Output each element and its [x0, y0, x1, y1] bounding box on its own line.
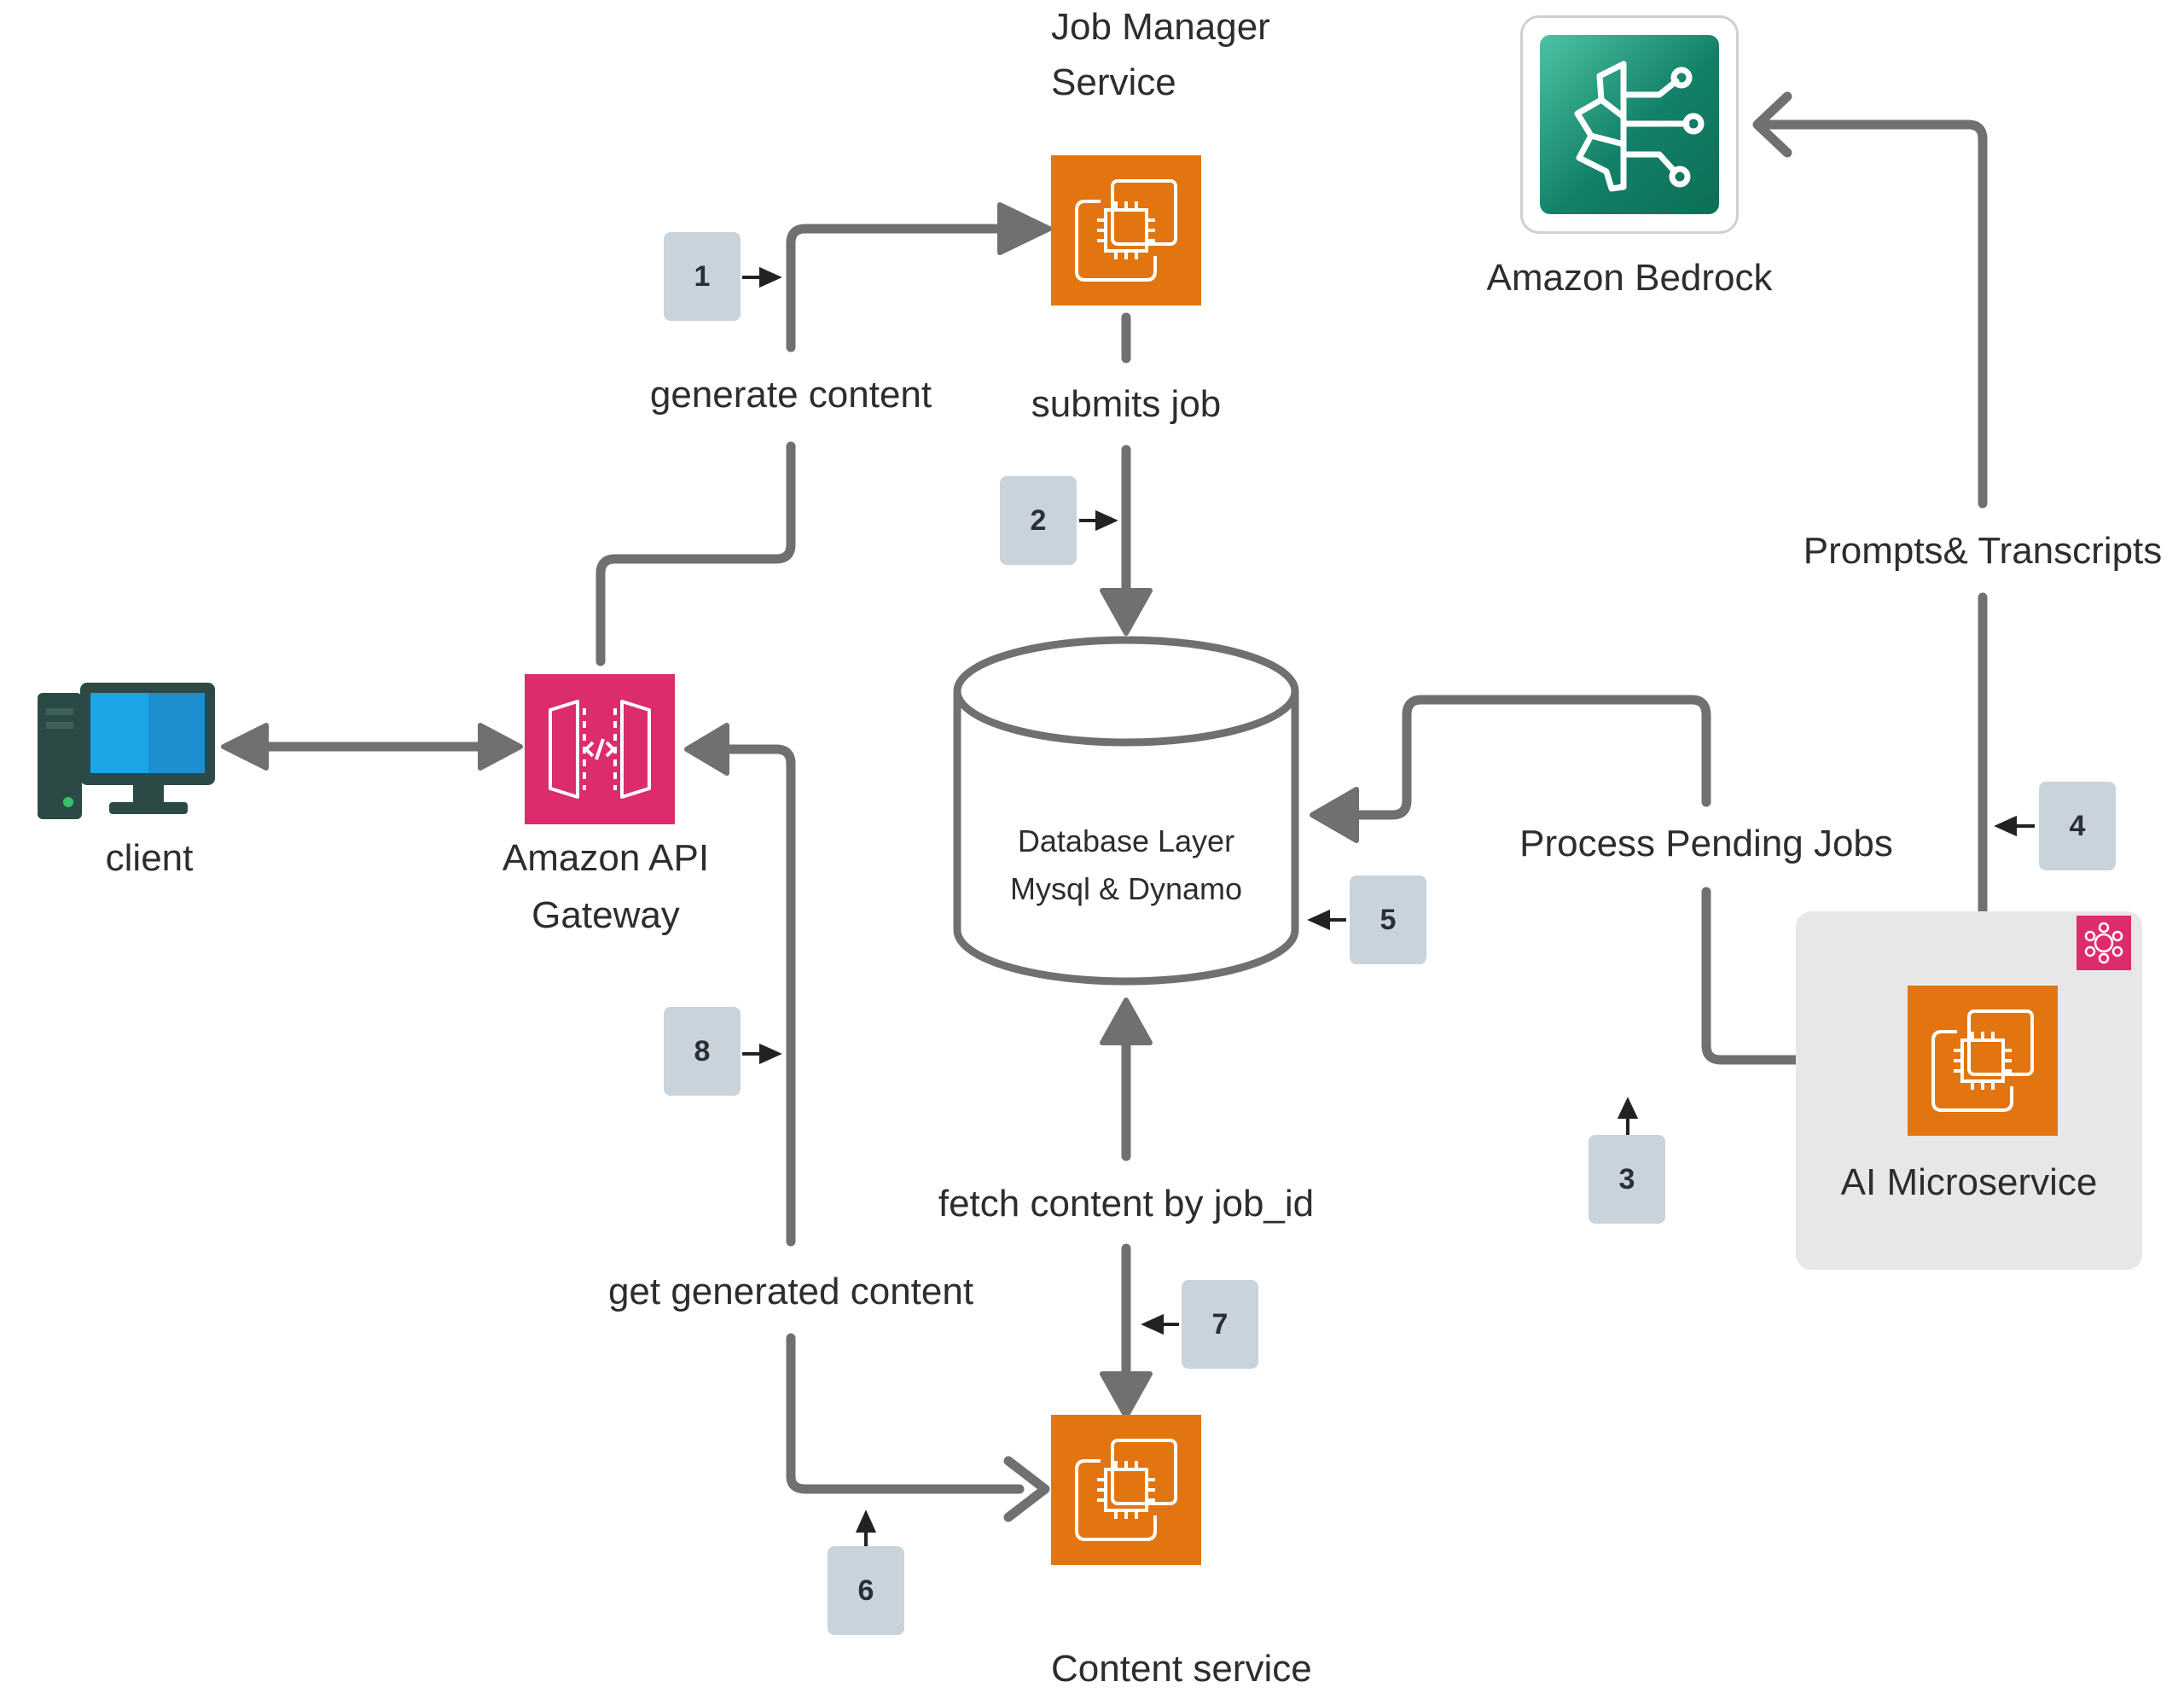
edge-prompts-upper [1754, 119, 1988, 509]
edge-process-pending-lower [1701, 887, 1878, 1065]
arrowhead-job-manager [997, 202, 1052, 255]
edge-generate-content-upper [786, 224, 1016, 352]
client-label: client [105, 837, 194, 879]
step-badge-8: 8 [664, 1007, 741, 1096]
bedrock-brain-icon [1540, 35, 1719, 214]
content-service-icon[interactable] [1051, 1415, 1201, 1565]
bedrock-card[interactable] [1520, 15, 1739, 234]
ai-microservice-label: AI Microservice [1840, 1161, 2098, 1203]
step-badge-1: 1 [664, 232, 741, 321]
step-badge-6: 6 [828, 1546, 904, 1635]
arrowhead-database-bottom [1100, 998, 1153, 1045]
job-manager-service-icon[interactable] [1051, 155, 1201, 305]
database-label: Database Layer Mysql & Dynamo [1009, 823, 1243, 906]
edge-get-generated-lower [786, 1333, 1025, 1494]
step-badge-2: 2 [1000, 476, 1077, 565]
arrowhead-content-service [1100, 1371, 1153, 1419]
edge-label-generate-content: generate content [649, 374, 932, 416]
arrowhead-client [221, 723, 269, 771]
database-cylinder-icon [953, 636, 1299, 986]
desktop-computer-icon [38, 683, 217, 819]
job-manager-label: Job Manager Service [1051, 6, 1270, 103]
step-badge-5: 5 [1350, 876, 1426, 964]
edge-generate-content-lower [595, 441, 796, 666]
content-service-label: Content service [1051, 1648, 1312, 1690]
bedrock-label: Amazon Bedrock [1486, 257, 1773, 299]
edge-get-generated-upper [712, 744, 796, 1247]
edge-label-process-pending-jobs: Process Pending Jobs [1519, 823, 1893, 864]
arrowhead-bedrock-open [1752, 91, 1792, 158]
arrowhead-database-top [1100, 588, 1153, 636]
arrowhead-database-right [1310, 787, 1359, 843]
edge-label-fetch-content: fetch content by job_id [938, 1183, 1315, 1225]
edge-label-prompts-transcripts: Prompts& Transcripts [1803, 530, 2163, 572]
arrowhead-api-from-content [684, 723, 729, 776]
edge-process-pending-upper [1343, 695, 1711, 820]
api-gateway-icon[interactable] [525, 674, 675, 824]
eks-cluster-icon [2077, 916, 2131, 970]
ai-microservice-icon[interactable] [1908, 986, 2058, 1136]
arrowhead-content-open [1003, 1456, 1050, 1522]
edge-label-get-generated-content: get generated content [607, 1271, 974, 1312]
step-badge-7: 7 [1182, 1280, 1258, 1369]
api-gateway-label: Amazon API Gateway [502, 837, 710, 936]
step-badge-3: 3 [1589, 1135, 1665, 1224]
edge-label-submits-job: submits job [1031, 383, 1222, 425]
arrowhead-api-right [478, 723, 523, 771]
step-badge-4: 4 [2039, 782, 2116, 870]
